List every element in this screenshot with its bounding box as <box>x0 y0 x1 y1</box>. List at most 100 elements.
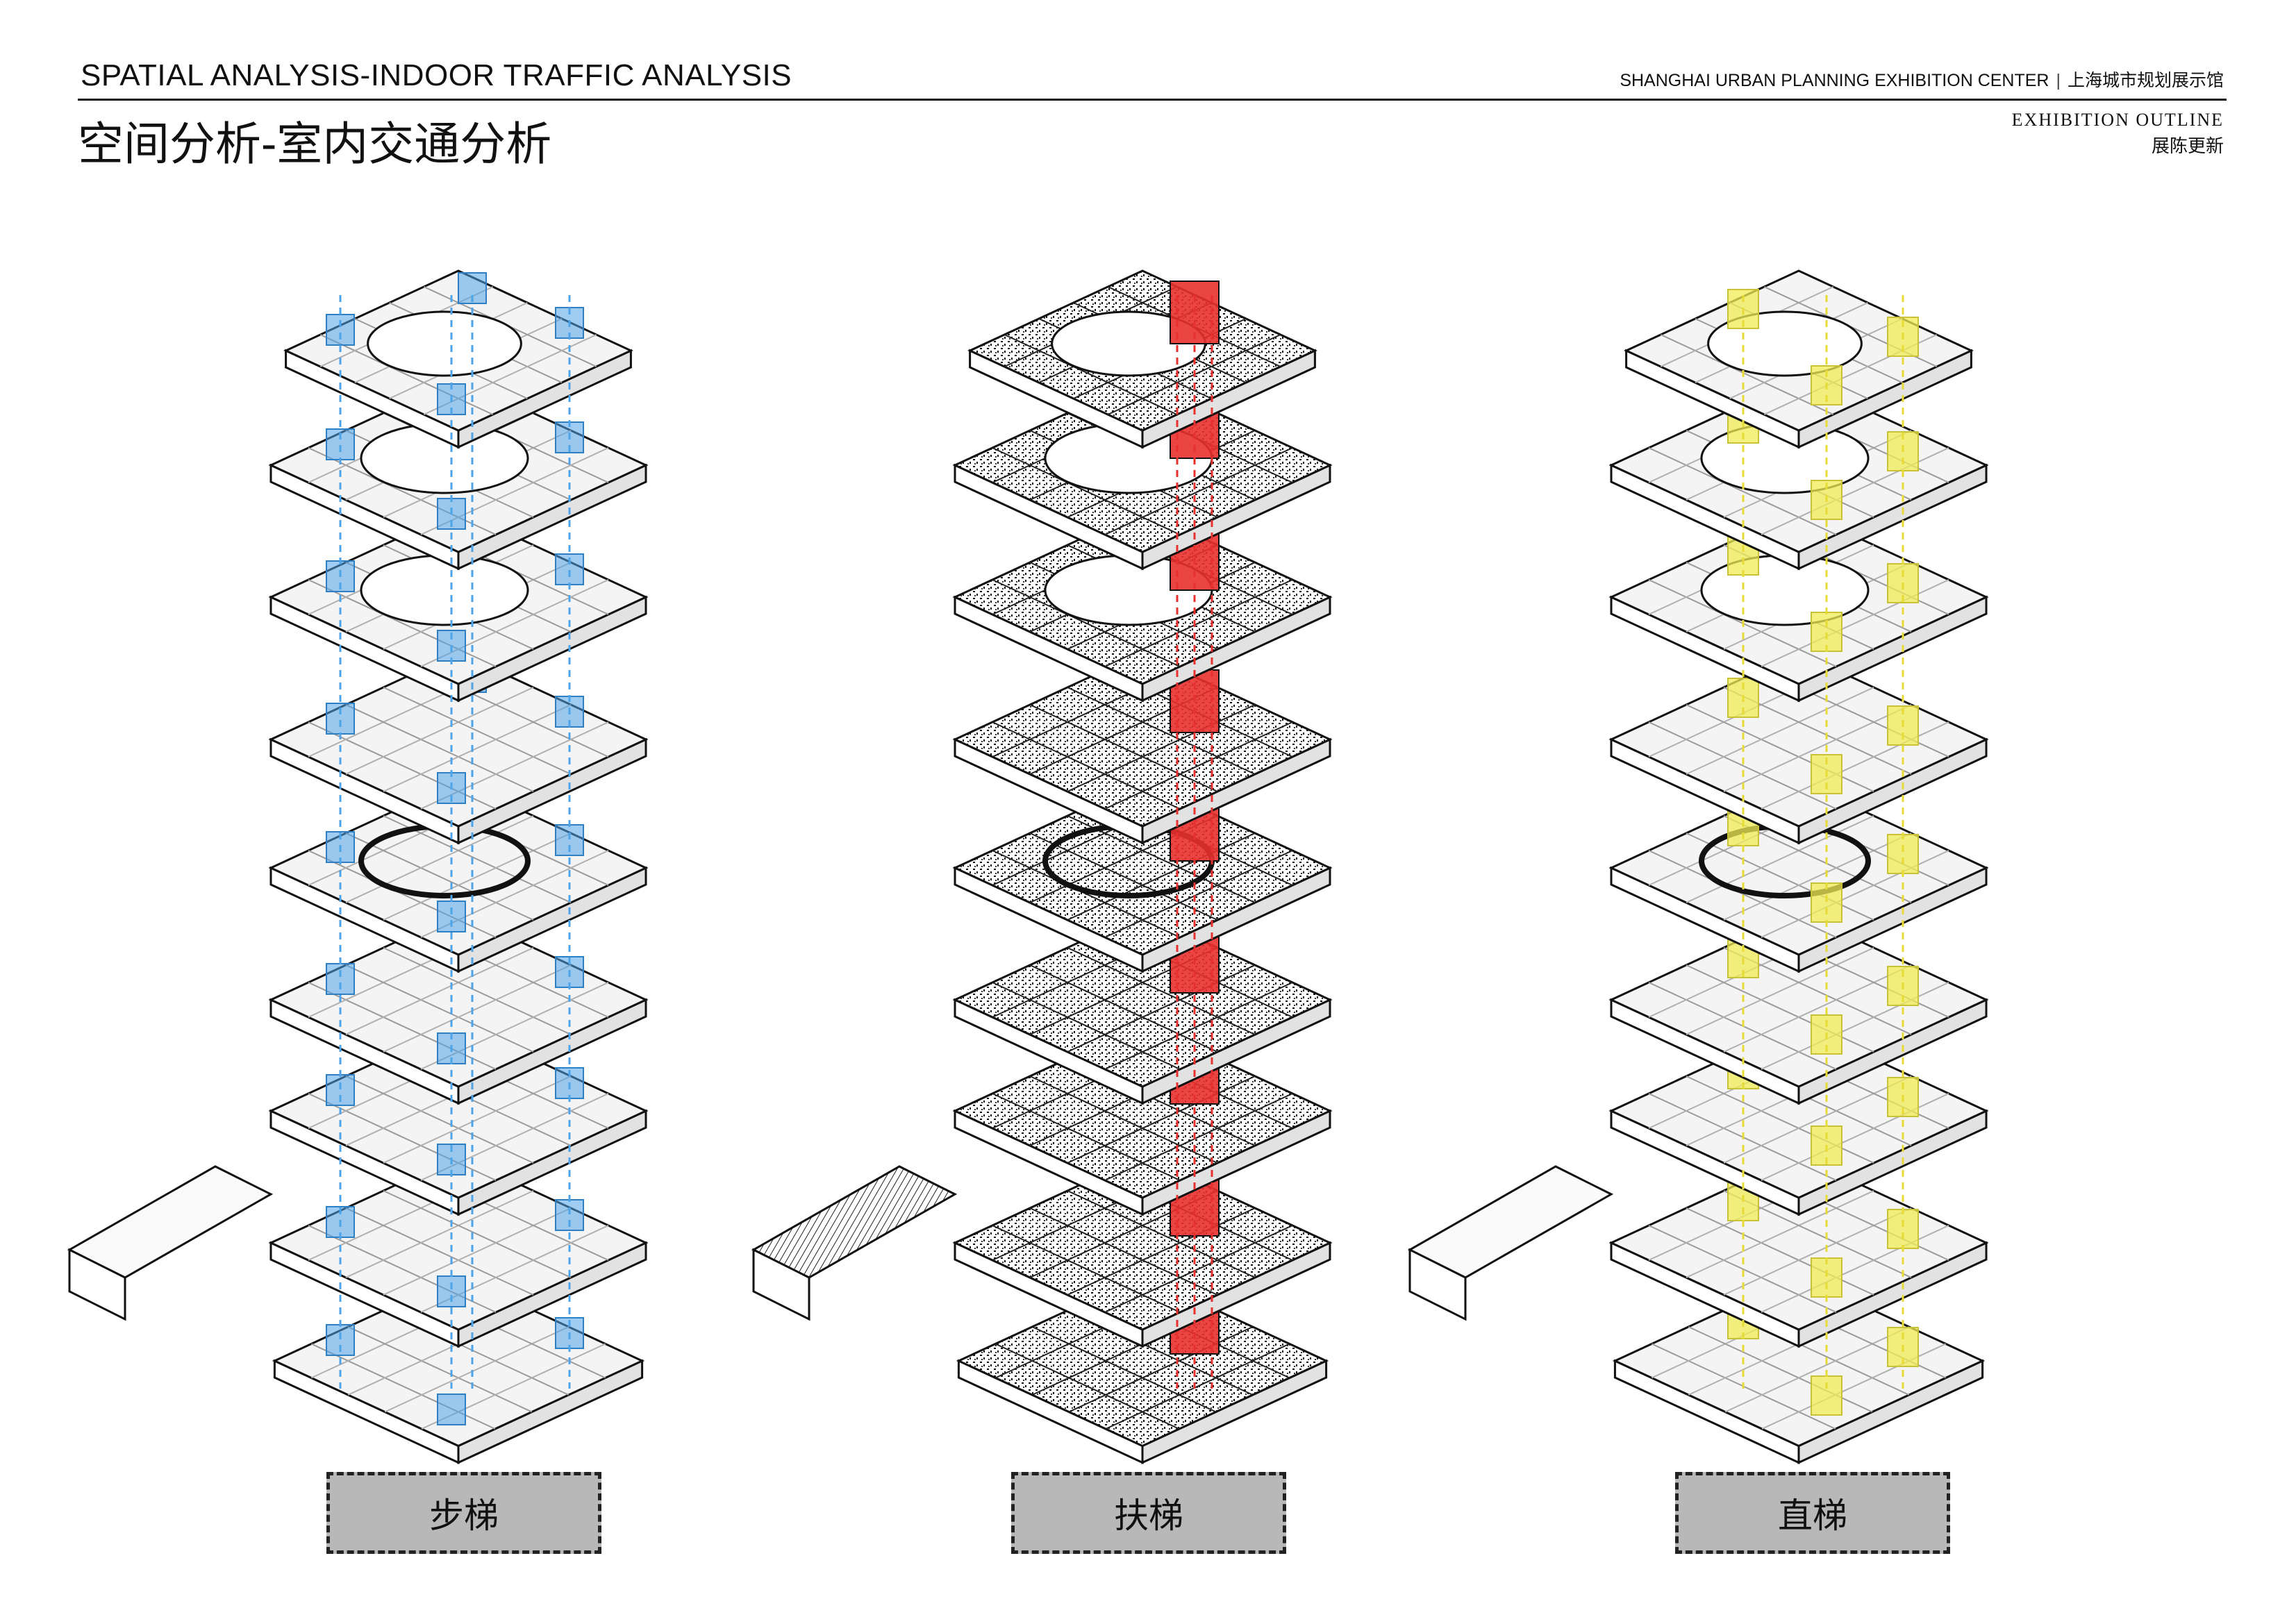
floor-plate-2-wall <box>345 1207 534 1296</box>
floor-plate-7-wall <box>1104 579 1293 667</box>
stair-diagram <box>67 269 649 1464</box>
elevator-shaft <box>1811 1375 1842 1416</box>
floor-plate-8-wall <box>992 447 1181 535</box>
stair-core <box>326 1074 355 1106</box>
entrance-ramp-side <box>752 1248 810 1321</box>
floor-plate-4-wall <box>345 964 534 1053</box>
floor-plate-4-wall <box>992 982 1181 1070</box>
entrance-ramp-side <box>68 1248 126 1321</box>
floor-plate-1-wall <box>1068 1326 1254 1413</box>
floor-plate-4-wall <box>1067 964 1256 1053</box>
floor-plate-2-wall <box>1104 1225 1293 1313</box>
floor-plate-5-wall <box>992 850 1181 938</box>
organization-name-cn: 上海城市规划展示馆 <box>2067 71 2224 90</box>
floor-plate-4 <box>952 912 1333 1088</box>
floor-plate-4-wall <box>1029 964 1218 1053</box>
organization-header: SHANGHAI URBAN PLANNING EXHIBITION CENTE… <box>1620 67 2224 92</box>
floor-plate-2-wall <box>1648 1225 1837 1313</box>
floor-plate-1-wall <box>1724 1326 1910 1413</box>
floor-plate-5-wall <box>383 832 572 921</box>
floor-plate-6 <box>952 651 1333 828</box>
floor-plate-3-wall <box>992 1093 1181 1181</box>
elevator-shaft <box>1811 612 1842 652</box>
floor-plate-3-wall <box>1723 1075 1912 1164</box>
stair-label: 步梯 <box>326 1472 601 1554</box>
page-title-cn: 空间分析-室内交通分析 <box>78 117 552 171</box>
rotunda <box>1700 554 1870 626</box>
floor-plate-3 <box>1608 1023 1989 1199</box>
header-divider <box>78 99 2227 101</box>
floor-plate-3-wall <box>1104 1093 1293 1181</box>
floor-plate-5-wall <box>345 832 534 921</box>
entrance-ramp <box>67 1165 274 1279</box>
floor-plate-4-wall <box>1067 947 1256 1035</box>
floor-plate-6-wall <box>383 687 572 775</box>
floor-plate-6-wall <box>383 704 572 792</box>
elevator-shaft <box>1811 1257 1842 1298</box>
floor-plate-4-wall <box>345 947 534 1035</box>
floor-plate-3-wall <box>345 1075 534 1164</box>
floor-plate-3 <box>952 1023 1333 1199</box>
floor-plate-1 <box>1612 1274 1986 1448</box>
floor-plate-7-wall <box>992 579 1181 667</box>
elevator-label: 直梯 <box>1675 1472 1950 1554</box>
floor-plate-5-wall <box>345 815 534 903</box>
floor-plate-6-wall <box>1648 721 1837 810</box>
floor-plate-8-wall <box>1104 447 1293 535</box>
stair-core <box>555 553 584 585</box>
floor-plate-5-wall <box>1723 832 1912 921</box>
floor-plate-2-wall <box>992 1225 1181 1313</box>
stair-core <box>437 1393 466 1425</box>
floor-plate-5 <box>952 780 1333 956</box>
section-label-cn: 展陈更新 <box>2151 136 2224 157</box>
floor-plate-6-wall <box>1067 687 1256 775</box>
floor-plate-5-wall <box>1686 815 1874 903</box>
floor-plate-1 <box>956 1274 1329 1448</box>
floor-plate-4-wall <box>383 947 572 1035</box>
floor-plate-1-wall <box>1031 1326 1217 1413</box>
floor-plate-5-wall <box>1067 832 1256 921</box>
floor-plate-9-wall <box>1004 334 1178 415</box>
organization-separator: | <box>2056 71 2061 90</box>
organization-name-en: SHANGHAI URBAN PLANNING EXHIBITION CENTE… <box>1620 71 2049 90</box>
floor-plate-4-wall <box>1104 982 1293 1070</box>
floor-plate-3-wall <box>383 1075 572 1164</box>
floor-plate-2 <box>952 1155 1333 1331</box>
floor-plate-2-wall <box>383 1207 572 1296</box>
floor-plate-1-wall <box>995 1343 1180 1430</box>
section-label-en: EXHIBITION OUTLINE <box>2011 110 2224 130</box>
floor-plate-6-wall <box>992 721 1181 810</box>
floor-plate-2-wall <box>1029 1207 1218 1296</box>
floor-plate-9-wall <box>1660 334 1834 415</box>
escalator-label: 扶梯 <box>1011 1472 1286 1554</box>
floor-plate-2-wall <box>345 1190 534 1278</box>
floor-plate-6-wall <box>1686 687 1874 775</box>
floor-plate-2-wall <box>1067 1207 1256 1296</box>
stair-core <box>326 963 355 995</box>
elevator-shaft <box>1887 834 1919 874</box>
elevator-shaft <box>1887 1209 1919 1249</box>
floor-plate-6-wall <box>1029 704 1218 792</box>
floor-plate-2-wall <box>383 1190 572 1278</box>
entrance-ramp-side <box>1408 1248 1467 1321</box>
floor-plate-8-wall <box>1648 447 1837 535</box>
stair-core <box>437 1275 466 1307</box>
rotunda <box>360 554 529 626</box>
page-title-en: SPATIAL ANALYSIS-INDOOR TRAFFIC ANALYSIS <box>81 58 792 92</box>
floor-plate-1-wall <box>347 1326 533 1413</box>
floor-plate-3-wall <box>1067 1075 1256 1164</box>
floor-plate-5-wall <box>1029 832 1218 921</box>
floor-plate-1-wall <box>1105 1343 1290 1430</box>
floor-plate-6-wall <box>345 687 534 775</box>
floor-plate-3-wall <box>1029 1075 1218 1164</box>
floor-plate-4-wall <box>1723 964 1912 1053</box>
floor-plate-6-wall <box>345 704 534 792</box>
entrance-ramp <box>1407 1165 1614 1279</box>
stair-core <box>437 901 466 932</box>
floor-plate-4-wall <box>383 964 572 1053</box>
stair-core <box>326 314 355 346</box>
floor-plate-6-wall <box>1067 704 1256 792</box>
floor-plate-2-wall <box>1686 1190 1874 1278</box>
floor-plate-4 <box>1608 912 1989 1088</box>
